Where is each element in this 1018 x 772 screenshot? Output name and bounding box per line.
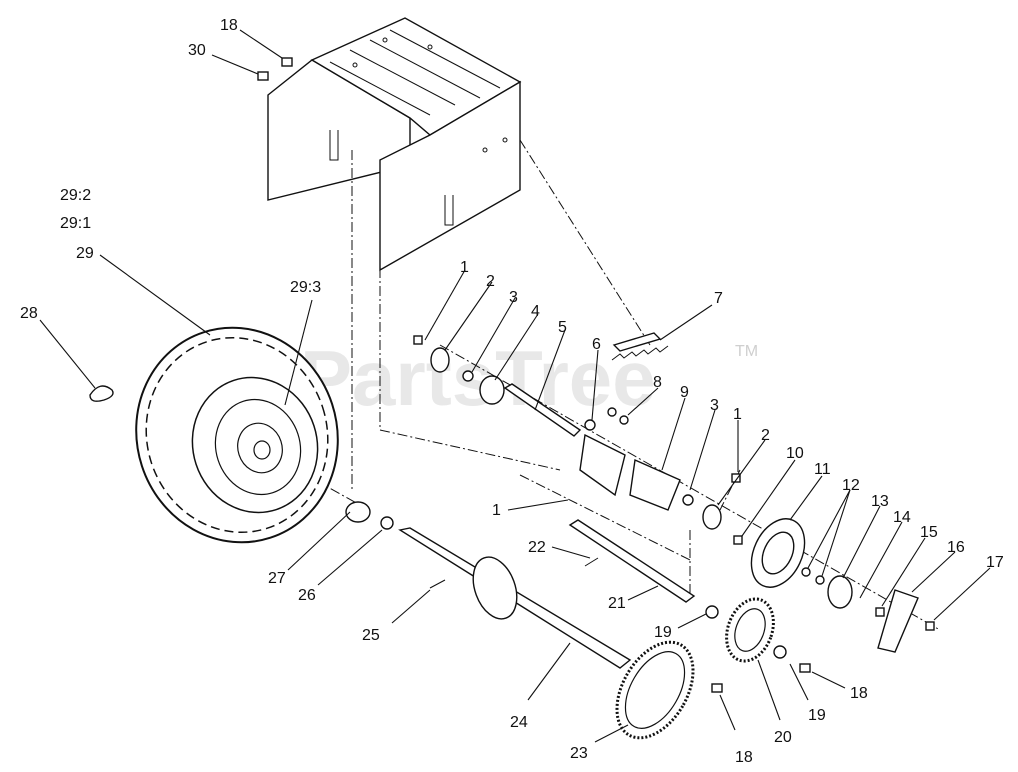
- frame-housing: [267, 17, 522, 272]
- callout-18-right: 18: [850, 685, 868, 702]
- bolt-top-30: [257, 71, 269, 81]
- callout-3-upper: 3: [509, 289, 518, 306]
- callout-2-lower: 2: [761, 427, 770, 444]
- washer: [380, 516, 394, 530]
- callout-29-3: 29:3: [290, 279, 321, 296]
- washer-19a: [705, 605, 719, 619]
- callout-26: 26: [298, 587, 316, 604]
- callout-6: 6: [592, 336, 601, 353]
- hairpin-clip: [89, 385, 114, 402]
- callout-22: 22: [528, 539, 546, 556]
- callout-labels: 18 30 29:2 29:1 29 29:3 28 1 2 3 4 5 6 7…: [20, 17, 1004, 766]
- callout-15: 15: [920, 524, 938, 541]
- callout-10: 10: [786, 445, 804, 462]
- callout-25: 25: [362, 627, 380, 644]
- bolt-top: [281, 57, 293, 67]
- callout-8: 8: [653, 374, 662, 391]
- callout-5: 5: [558, 319, 567, 336]
- callout-13: 13: [871, 493, 889, 510]
- callout-11: 11: [814, 461, 831, 478]
- spring: [611, 345, 669, 361]
- callout-18: 18: [220, 17, 238, 34]
- pulley-assembly: [682, 473, 935, 653]
- leader-lines: [39, 29, 991, 743]
- callout-23: 23: [570, 745, 588, 762]
- wheel-tire: [135, 326, 339, 544]
- callout-3-lower: 3: [710, 397, 719, 414]
- callout-24: 24: [510, 714, 528, 731]
- callout-30: 30: [188, 42, 206, 59]
- callout-28: 28: [20, 305, 38, 322]
- callout-2-upper: 2: [486, 273, 495, 290]
- callout-29: 29: [76, 245, 94, 262]
- callout-1-right: 1: [733, 406, 742, 423]
- callout-19-upper: 19: [654, 624, 672, 641]
- washer-19b: [773, 645, 787, 659]
- bushing: [345, 501, 371, 523]
- axle-shaft: [398, 527, 632, 669]
- callout-20: 20: [774, 729, 792, 746]
- watermark-tm: TM: [735, 343, 758, 360]
- roll-pin: [429, 579, 446, 589]
- callout-27: 27: [268, 570, 286, 587]
- callout-19-lower: 19: [808, 707, 826, 724]
- callout-1-upper: 1: [460, 259, 469, 276]
- callout-17: 17: [986, 554, 1004, 571]
- large-gear: [615, 640, 695, 740]
- cross-shaft: [568, 519, 696, 603]
- callout-16: 16: [947, 539, 965, 556]
- callout-1-lower: 1: [492, 502, 501, 519]
- callout-18-bottom: 18: [735, 749, 753, 766]
- roll-pin-upper: [584, 557, 599, 567]
- upper-shaft-assembly: [413, 332, 681, 511]
- small-gear: [725, 597, 775, 663]
- bolt-right: [799, 663, 811, 673]
- watermark: PartsTree: [300, 334, 656, 422]
- callout-7: 7: [714, 290, 723, 307]
- callout-29-1: 29:1: [60, 215, 91, 232]
- callout-29-2: 29:2: [60, 187, 91, 204]
- callout-21: 21: [608, 595, 626, 612]
- callout-14: 14: [893, 509, 911, 526]
- bolt-lower: [711, 683, 723, 693]
- callout-9: 9: [680, 384, 689, 401]
- callout-12: 12: [842, 477, 860, 494]
- callout-4: 4: [531, 303, 540, 320]
